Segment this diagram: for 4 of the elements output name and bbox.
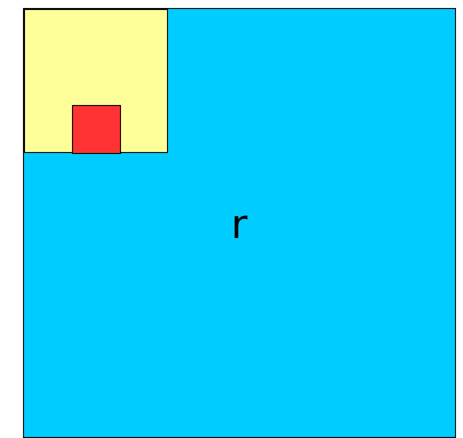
small-square	[72, 105, 121, 154]
square-label: r	[231, 205, 248, 245]
outer-square	[23, 8, 456, 438]
inner-square	[24, 9, 168, 153]
